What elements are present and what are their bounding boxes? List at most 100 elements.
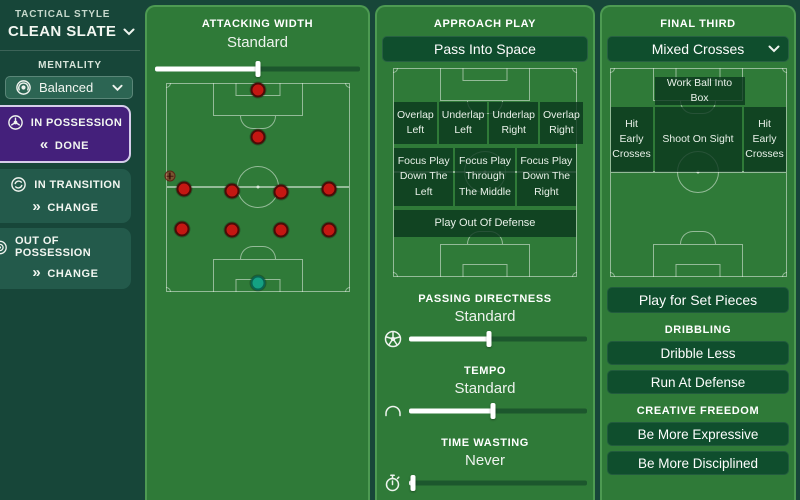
football-icon xyxy=(384,330,402,348)
player-dot xyxy=(321,222,336,238)
formation-pitch xyxy=(164,82,350,292)
player-dot xyxy=(224,183,239,199)
underlap-left-button[interactable]: Underlap Left xyxy=(438,102,488,144)
width-marker-icon xyxy=(164,170,175,182)
approach-play-selector[interactable]: Pass Into Space xyxy=(382,36,588,62)
focus-play-middle-button[interactable]: Focus Play Through The Middle xyxy=(455,148,515,206)
stopwatch-icon xyxy=(385,474,400,492)
play-out-of-defense-button[interactable]: Play Out Of Defense xyxy=(394,210,576,237)
chevron-down-icon xyxy=(768,45,780,53)
mentality-label: MENTALITY xyxy=(38,60,102,71)
focus-play-left-button[interactable]: Focus Play Down The Left xyxy=(394,148,454,206)
approach-play-pitch: Overlap Left Underlap Left Underlap Righ… xyxy=(393,68,583,277)
play-out-row: Play Out Of Defense xyxy=(394,210,576,237)
chevron-left-double-icon: « xyxy=(39,136,49,153)
goal-box-top xyxy=(462,68,508,81)
slider-track xyxy=(409,480,587,486)
in-transition-change-button[interactable]: » CHANGE xyxy=(0,198,131,215)
tactical-style-value: CLEAN SLATE xyxy=(8,23,117,40)
overlap-left-button[interactable]: Overlap Left xyxy=(394,102,437,144)
slider-fill xyxy=(409,408,493,414)
slider-handle[interactable] xyxy=(490,403,496,419)
work-ball-into-box-button[interactable]: Work Ball Into Box xyxy=(654,77,745,105)
penalty-arc-bottom xyxy=(680,231,716,244)
final-third-selector[interactable]: Mixed Crosses xyxy=(607,36,789,62)
corner-arc xyxy=(572,68,577,73)
passing-directness-value: Standard xyxy=(454,308,516,325)
in-possession-label: IN POSSESSION xyxy=(30,116,123,129)
attacking-width-value: Standard xyxy=(227,34,288,51)
focus-play-row: Focus Play Down The Left Focus Play Thro… xyxy=(394,148,576,206)
goal-box-bottom xyxy=(462,264,508,277)
mentality-dropdown[interactable]: Balanced xyxy=(5,76,133,99)
gauge-icon xyxy=(385,405,401,417)
slider-handle[interactable] xyxy=(255,60,260,77)
corner-arc xyxy=(165,83,171,88)
chevron-right-double-icon: » xyxy=(32,264,42,281)
goal-box-bottom xyxy=(675,264,721,277)
final-third-row: Hit Early Crosses Shoot On Sight Hit Ear… xyxy=(610,107,786,172)
out-of-possession-change-button[interactable]: » CHANGE xyxy=(0,264,131,281)
corner-arc xyxy=(165,287,171,292)
player-dot xyxy=(273,184,288,200)
tactics-sidebar: TACTICAL STYLE CLEAN SLATE MENTALITY Bal… xyxy=(0,0,140,500)
sidebar-card-in-transition[interactable]: IN TRANSITION » CHANGE xyxy=(0,169,131,223)
dribble-less-button[interactable]: Dribble Less xyxy=(607,341,789,365)
chevron-right-double-icon: » xyxy=(32,198,42,215)
focus-play-right-button[interactable]: Focus Play Down The Right xyxy=(516,148,576,206)
player-dot xyxy=(224,222,239,238)
in-transition-change-label: CHANGE xyxy=(47,202,99,214)
approach-play-title: APPROACH PLAY xyxy=(433,18,537,30)
corner-arc xyxy=(393,272,398,277)
tempo-slider[interactable] xyxy=(409,403,587,420)
final-third-pitch: Work Ball Into Box Hit Early Crosses Sho… xyxy=(609,68,787,277)
corner-arc xyxy=(572,272,577,277)
final-third-value: Mixed Crosses xyxy=(651,41,745,57)
in-possession-row: IN POSSESSION xyxy=(0,114,129,131)
shoot-on-sight-button[interactable]: Shoot On Sight xyxy=(654,107,742,172)
attacking-width-slider[interactable] xyxy=(155,60,360,77)
overlap-right-button[interactable]: Overlap Right xyxy=(540,102,583,144)
underlap-right-button[interactable]: Underlap Right xyxy=(489,102,539,144)
out-of-possession-change-label: CHANGE xyxy=(47,268,99,280)
sidebar-card-in-possession[interactable]: IN POSSESSION « DONE xyxy=(0,105,131,163)
time-wasting-slider[interactable] xyxy=(409,475,587,492)
penalty-box-bottom xyxy=(212,259,303,292)
hit-early-crosses-left-button[interactable]: Hit Early Crosses xyxy=(610,107,653,172)
corner-arc xyxy=(393,68,398,73)
overlap-underlap-row: Overlap Left Underlap Left Underlap Righ… xyxy=(394,102,583,144)
attacking-width-title: ATTACKING WIDTH xyxy=(201,18,314,30)
slider-handle[interactable] xyxy=(410,475,416,491)
sidebar-card-out-of-possession[interactable]: OUT OF POSSESSION » CHANGE xyxy=(0,228,131,289)
passing-directness-slider[interactable] xyxy=(409,331,587,348)
center-spot xyxy=(696,170,700,174)
corner-arc xyxy=(781,68,787,73)
ball-in-possession-icon xyxy=(7,115,23,130)
creative-freedom-header: CREATIVE FREEDOM xyxy=(636,405,760,417)
player-dot xyxy=(273,222,288,238)
slider-fill xyxy=(155,66,258,71)
player-dot xyxy=(250,129,265,145)
hit-early-crosses-right-button[interactable]: Hit Early Crosses xyxy=(743,107,786,172)
be-more-expressive-button[interactable]: Be More Expressive xyxy=(607,422,789,446)
slider-handle[interactable] xyxy=(486,331,492,347)
ball-out-of-possession-icon xyxy=(0,240,7,254)
be-more-disciplined-button[interactable]: Be More Disciplined xyxy=(607,451,789,475)
play-for-set-pieces-button[interactable]: Play for Set Pieces xyxy=(607,287,789,313)
penalty-arc-top xyxy=(239,116,276,129)
slider-track xyxy=(409,336,587,342)
corner-arc xyxy=(344,287,350,292)
attacking-width-panel: ATTACKING WIDTH Standard xyxy=(145,5,370,500)
penalty-box-bottom xyxy=(440,244,530,277)
corner-arc xyxy=(609,68,615,73)
slider-track xyxy=(409,408,587,414)
tactical-style-dropdown[interactable]: CLEAN SLATE xyxy=(8,23,140,40)
slider-fill xyxy=(409,336,490,342)
penalty-arc-bottom xyxy=(239,246,276,259)
player-dot xyxy=(174,221,189,237)
passing-directness-label: PASSING DIRECTNESS xyxy=(418,293,552,305)
tempo-label: TEMPO xyxy=(463,365,507,377)
done-button[interactable]: « DONE xyxy=(0,136,129,153)
corner-arc xyxy=(781,272,787,277)
run-at-defense-button[interactable]: Run At Defense xyxy=(607,370,789,394)
